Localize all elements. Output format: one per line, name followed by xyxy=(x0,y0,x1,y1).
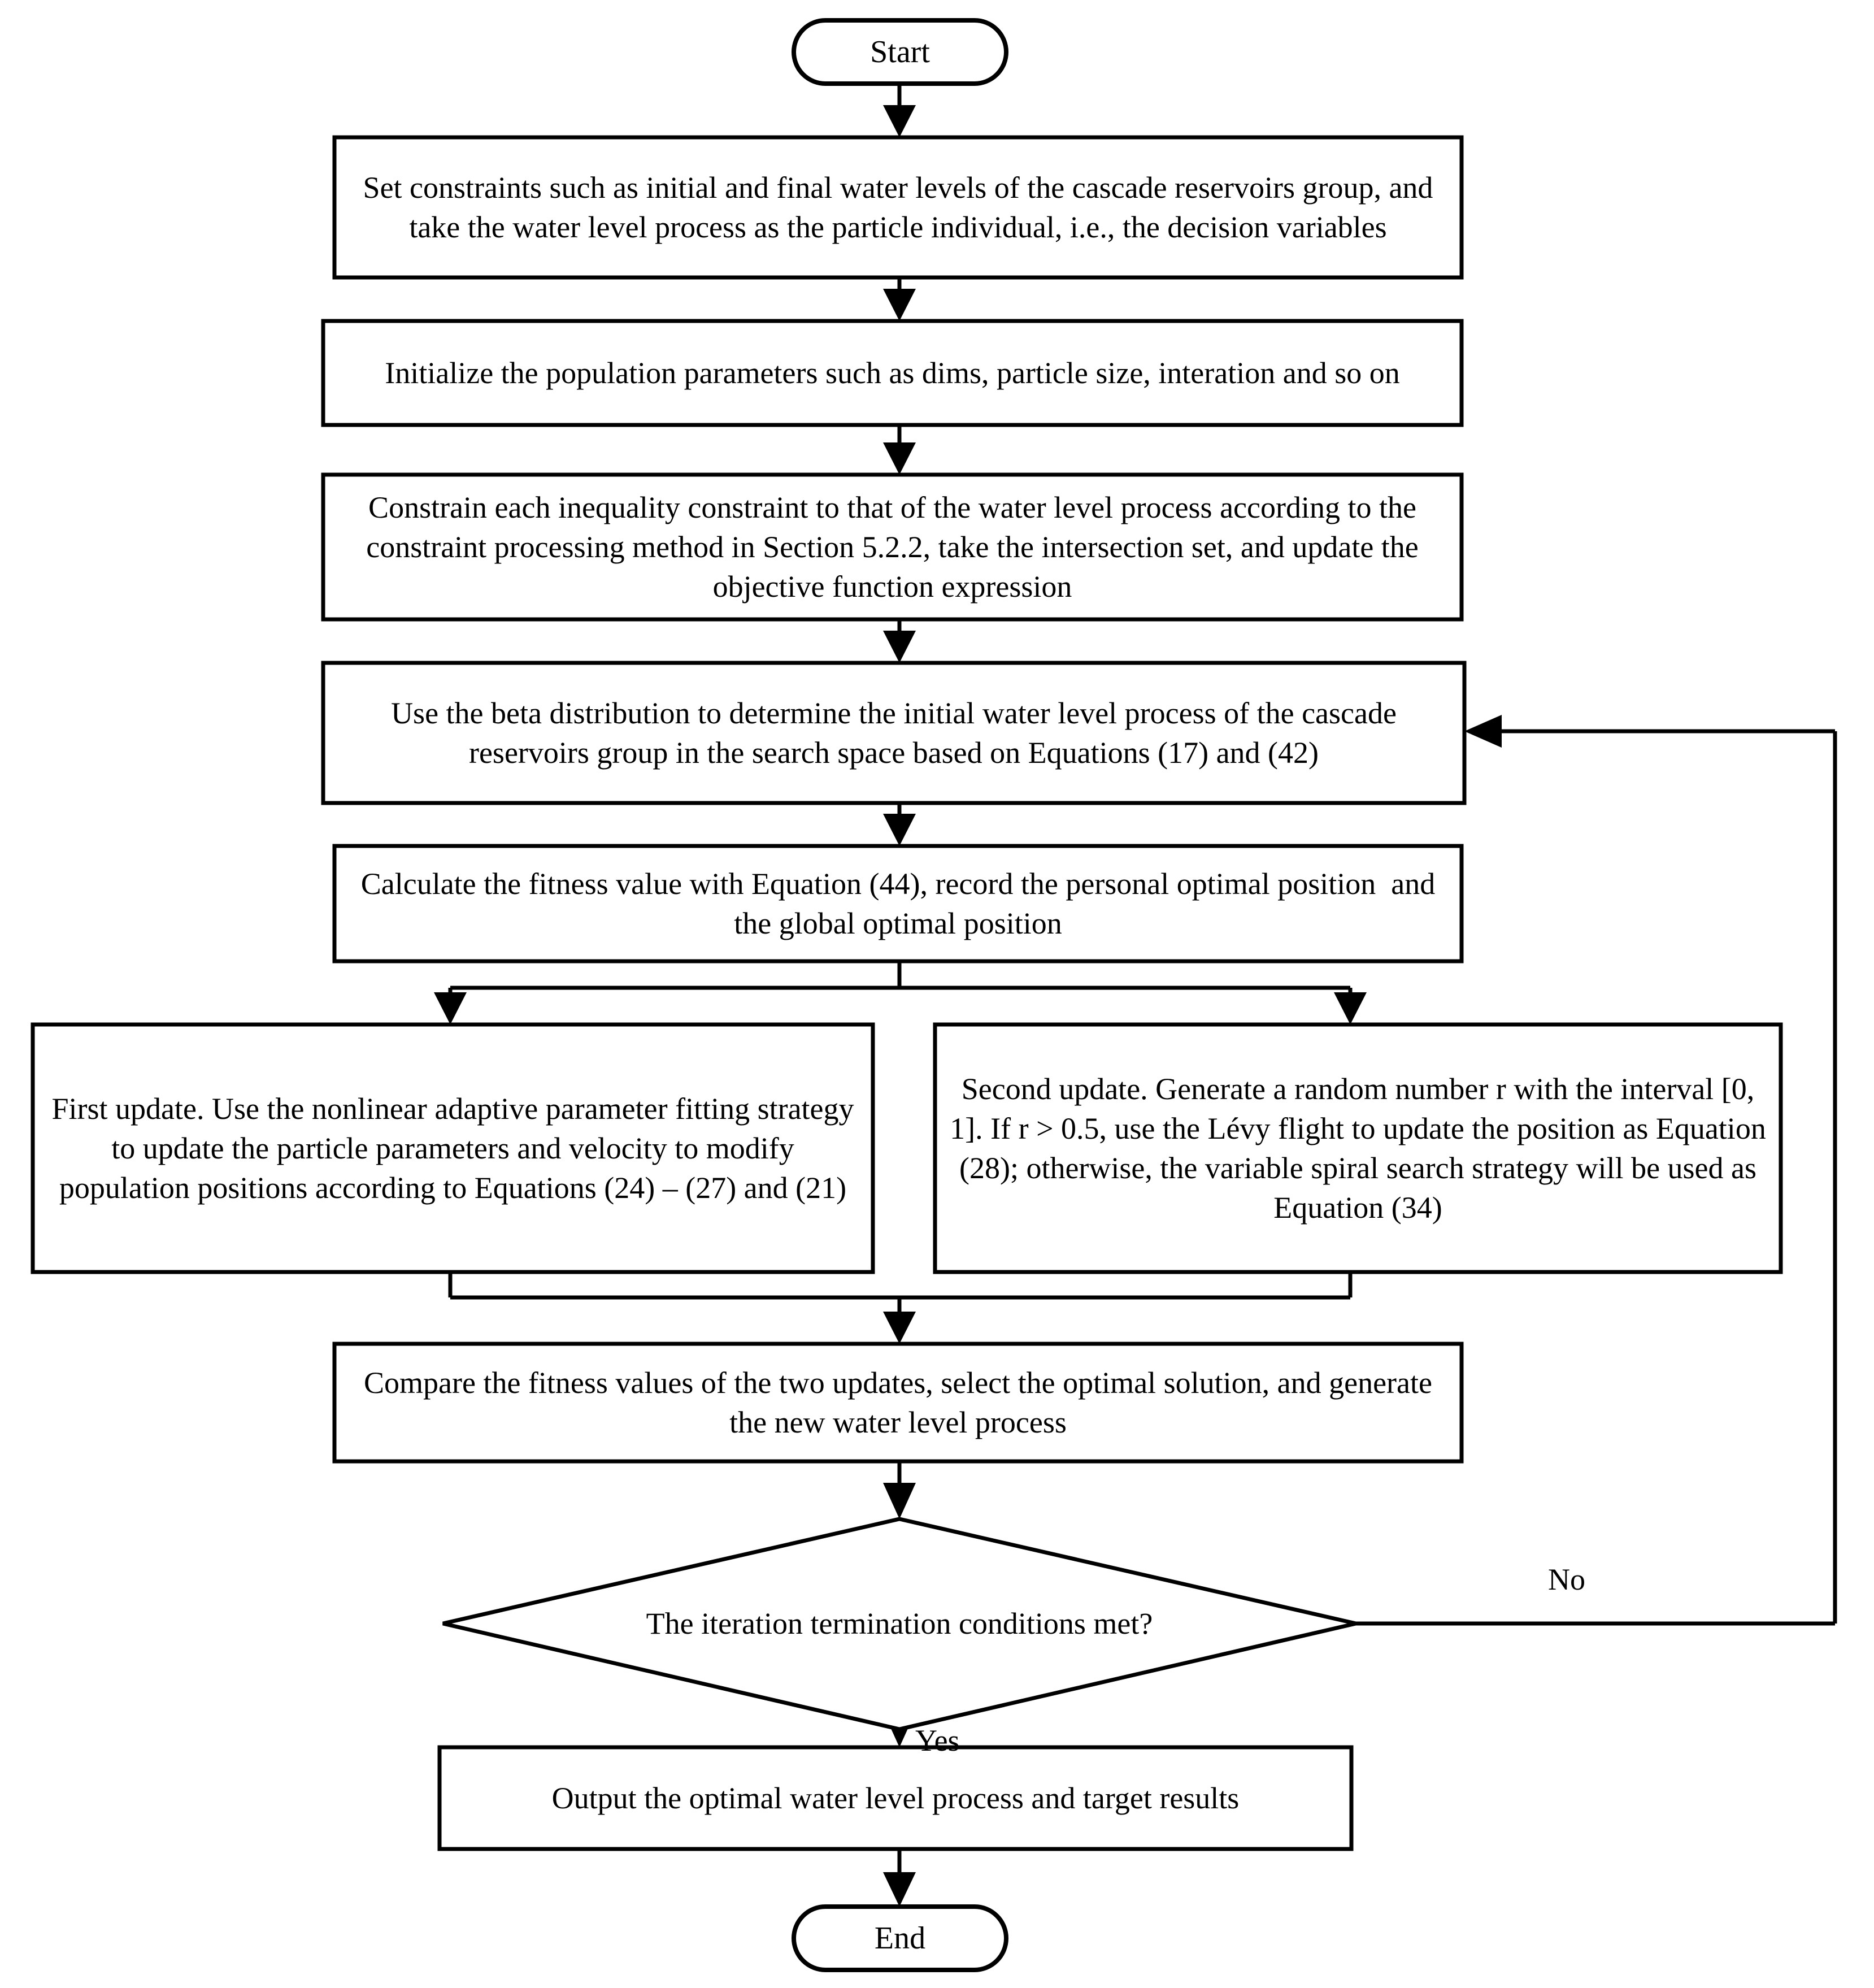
edge-set-constraints-to-initialize xyxy=(883,277,916,321)
node-compare-fitness[interactable]: Compare the fitness values of the two up… xyxy=(332,1342,1464,1464)
edge-output-to-end xyxy=(883,1848,916,1907)
node-compare-fitness-label: Compare the fitness values of the two up… xyxy=(364,1365,1440,1439)
node-start-label: Start xyxy=(870,34,930,70)
edge-decision-no-feedback-loop xyxy=(1356,715,1837,1626)
node-set-constraints[interactable]: Set constraints such as initial and fina… xyxy=(332,135,1464,280)
edge-label-yes-wrap: Yes xyxy=(915,1723,960,1757)
node-end-label: End xyxy=(874,1920,926,1956)
node-initialize-population[interactable]: Initialize the population parameters suc… xyxy=(321,319,1464,427)
edge-updates-to-compare-merge xyxy=(448,1271,1353,1344)
node-second-update-label: Second update. Generate a random number … xyxy=(950,1071,1774,1225)
edge-label-no-wrap: No xyxy=(1548,1562,1585,1596)
node-calculate-fitness-label: Calculate the fitness value with Equatio… xyxy=(360,866,1443,940)
node-set-constraints-label: Set constraints such as initial and fina… xyxy=(363,170,1441,244)
node-calculate-fitness[interactable]: Calculate the fitness value with Equatio… xyxy=(332,844,1464,963)
node-end[interactable]: End xyxy=(792,1904,1008,1972)
edge-compare-to-decision xyxy=(883,1461,916,1519)
edge-initialize-to-constrain xyxy=(883,424,916,475)
node-termination-decision-label: The iteration termination conditions met… xyxy=(646,1606,1153,1640)
node-first-update-label: First update. Use the nonlinear adaptive… xyxy=(51,1091,862,1205)
node-second-update[interactable]: Second update. Generate a random number … xyxy=(933,1022,1783,1274)
node-first-update[interactable]: First update. Use the nonlinear adaptive… xyxy=(31,1022,875,1274)
node-output-results-label: Output the optimal water level process a… xyxy=(551,1781,1240,1815)
edge-start-to-set-constraints xyxy=(883,83,916,137)
node-output-results[interactable]: Output the optimal water level process a… xyxy=(437,1745,1354,1851)
node-constrain-inequality-label: Constrain each inequality constraint to … xyxy=(366,490,1427,604)
node-beta-distribution-label: Use the beta distribution to determine t… xyxy=(391,696,1405,770)
node-initialize-population-label: Initialize the population parameters suc… xyxy=(385,355,1400,390)
edge-calculate-to-updates-split xyxy=(434,961,1367,1025)
node-constrain-inequality[interactable]: Constrain each inequality constraint to … xyxy=(321,472,1464,622)
edge-constrain-to-beta xyxy=(883,619,916,663)
node-beta-distribution[interactable]: Use the beta distribution to determine t… xyxy=(321,661,1467,805)
edge-label-yes: Yes xyxy=(915,1723,960,1757)
edge-beta-to-calculate xyxy=(883,802,916,846)
node-termination-decision[interactable]: The iteration termination conditions met… xyxy=(442,1517,1356,1731)
node-start[interactable]: Start xyxy=(792,18,1008,86)
edge-label-no: No xyxy=(1548,1562,1585,1596)
